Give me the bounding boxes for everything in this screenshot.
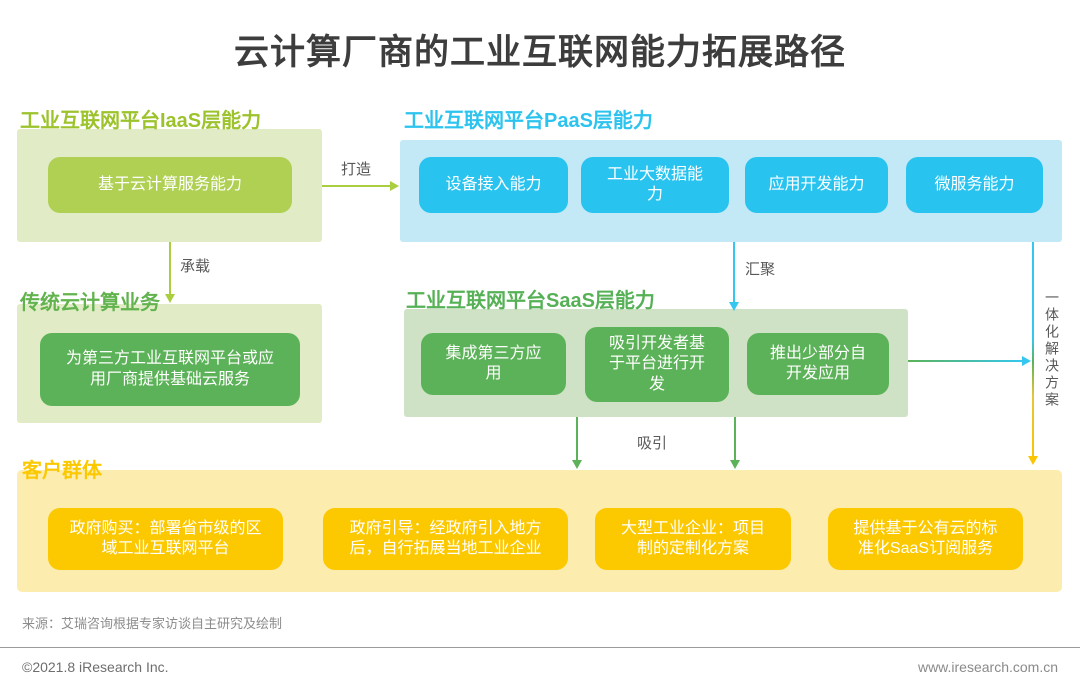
saas-node-developers: 吸引开发者基于平台进行开发 xyxy=(585,327,729,402)
carry-arrow-head-icon xyxy=(165,294,175,303)
solution-horizontal-head-icon xyxy=(1022,356,1031,366)
copyright-text: ©2021.8 iResearch Inc. xyxy=(22,659,169,675)
iaas-section-title: 工业互联网平台IaaS层能力 xyxy=(20,110,262,132)
iaas-capability-node: 基于云计算服务能力 xyxy=(48,157,292,213)
attract-label: 吸引 xyxy=(637,435,668,452)
page-title: 云计算厂商的工业互联网能力拓展路径 xyxy=(233,33,846,72)
saas-node-self-developed: 推出少部分自开发应用 xyxy=(747,333,889,395)
carry-arrow-line xyxy=(169,242,171,294)
converge-arrow-line xyxy=(733,242,735,302)
attract-arrow-right-head-icon xyxy=(730,460,740,469)
solution-horizontal-line xyxy=(908,360,1022,362)
legacy-service-node: 为第三方工业互联网平台或应用厂商提供基础云服务 xyxy=(40,333,300,406)
paas-node-device-access: 设备接入能力 xyxy=(419,157,568,213)
build-arrow-line xyxy=(322,185,390,187)
attract-arrow-right-line xyxy=(734,417,736,460)
website-text: www.iresearch.com.cn xyxy=(917,659,1058,675)
attract-arrow-left-line xyxy=(576,417,578,460)
paas-node-big-data: 工业大数据能力 xyxy=(581,157,729,213)
paas-section-title: 工业互联网平台PaaS层能力 xyxy=(404,110,653,132)
customer-node-saas-subscription: 提供基于公有云的标准化SaaS订阅服务 xyxy=(828,508,1023,570)
customers-section-title: 客户群体 xyxy=(22,460,102,482)
footer-divider xyxy=(0,647,1080,648)
customer-node-gov-guide: 政府引导：经政府引入地方后，自行拓展当地工业企业 xyxy=(323,508,568,570)
solution-vertical-line xyxy=(1032,242,1034,456)
customer-node-gov-purchase: 政府购买：部署省市级的区域工业互联网平台 xyxy=(48,508,283,570)
legacy-section-title: 传统云计算业务 xyxy=(20,292,160,314)
saas-section-title: 工业互联网平台SaaS层能力 xyxy=(406,290,655,312)
solution-vertical-head-icon xyxy=(1028,456,1038,465)
saas-node-third-party-apps: 集成第三方应用 xyxy=(421,333,566,395)
paas-node-app-dev: 应用开发能力 xyxy=(745,157,888,213)
solution-label: 一体化解决方案 xyxy=(1044,290,1060,409)
customer-node-large-enterprise: 大型工业企业：项目制的定制化方案 xyxy=(595,508,791,570)
build-label: 打造 xyxy=(341,161,372,178)
build-arrow-head-icon xyxy=(390,181,399,191)
paas-node-microservice: 微服务能力 xyxy=(906,157,1043,213)
source-note: 来源：艾瑞咨询根据专家访谈自主研究及绘制 xyxy=(22,616,283,631)
converge-label: 汇聚 xyxy=(745,261,776,278)
converge-arrow-head-icon xyxy=(729,302,739,311)
carry-label: 承载 xyxy=(180,258,211,275)
attract-arrow-left-head-icon xyxy=(572,460,582,469)
